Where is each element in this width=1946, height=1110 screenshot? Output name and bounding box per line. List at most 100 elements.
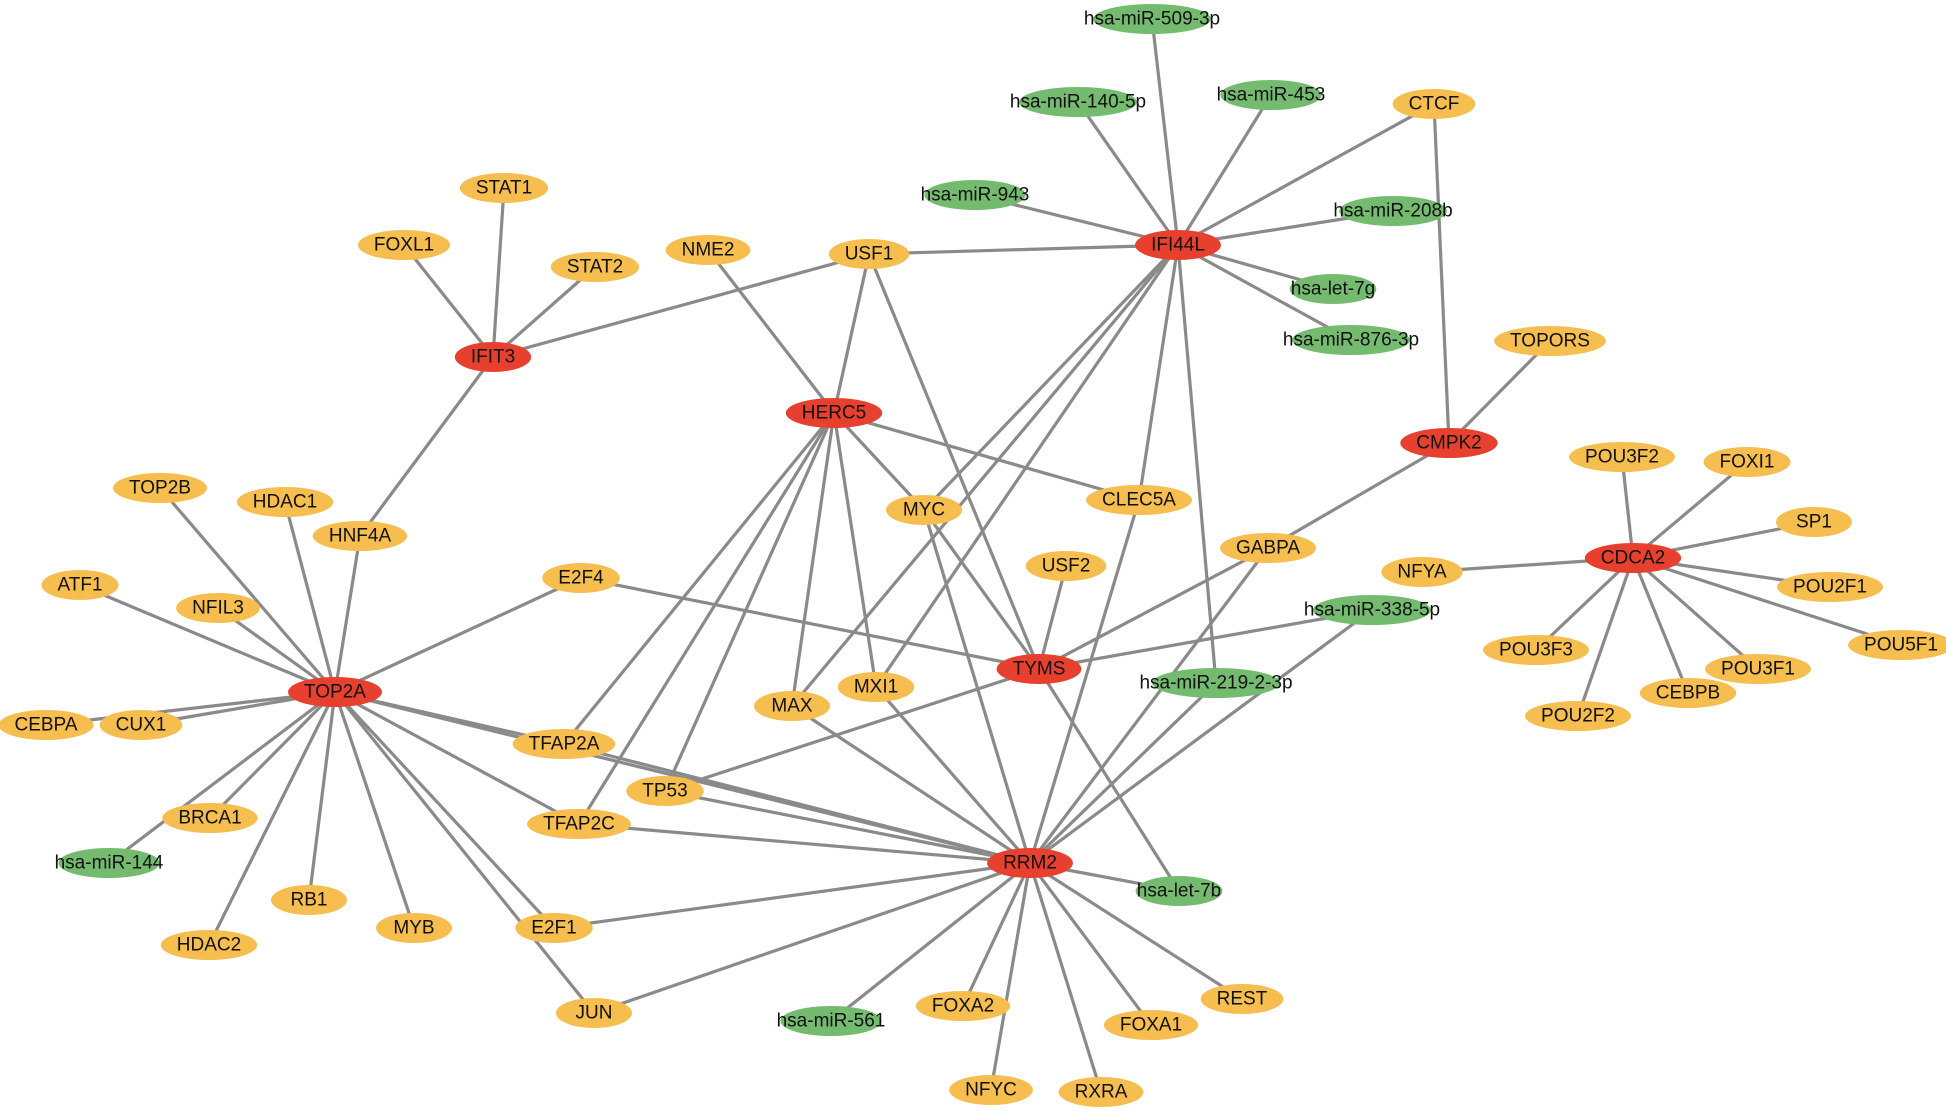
node-RRM2[interactable]: RRM2 [987, 848, 1073, 878]
node-USF2[interactable]: USF2 [1025, 551, 1107, 581]
node-CUX1[interactable]: CUX1 [99, 710, 183, 740]
node-miR453[interactable]: hsa-miR-453 [1217, 80, 1326, 110]
node-HERC5[interactable]: HERC5 [785, 398, 883, 428]
node-TFAP2A[interactable]: TFAP2A [512, 729, 616, 759]
node-label: RXRA [1075, 1082, 1128, 1103]
node-HDAC2[interactable]: HDAC2 [160, 930, 258, 960]
node-TOPORS[interactable]: TOPORS [1494, 326, 1606, 356]
node-USF1[interactable]: USF1 [828, 239, 910, 269]
edge-TYMS-MYC [922, 509, 1041, 670]
node-FOXA2[interactable]: FOXA2 [915, 991, 1011, 1021]
node-MYC[interactable]: MYC [886, 495, 962, 525]
edge-RRM2-FOXA1 [1028, 862, 1153, 1026]
node-miR208b[interactable]: hsa-miR-208b [1333, 196, 1453, 226]
node-TP53[interactable]: TP53 [626, 776, 704, 806]
edge-TOP2A-ATF1 [79, 583, 336, 694]
node-POU3F2[interactable]: POU3F2 [1569, 442, 1675, 472]
node-miR338[interactable]: hsa-miR-338-5p [1304, 595, 1440, 625]
node-shape-hub [987, 848, 1073, 878]
node-miR219[interactable]: hsa-miR-219-2-3p [1139, 668, 1293, 698]
edge-RRM2-RXRA [1028, 862, 1103, 1093]
node-SP1[interactable]: SP1 [1776, 507, 1852, 537]
edge-TYMS-USF2 [1037, 565, 1068, 670]
edge-TOP2A-HDAC2 [207, 691, 337, 946]
node-TYMS[interactable]: TYMS [996, 654, 1082, 684]
node-CEBPB[interactable]: CEBPB [1639, 678, 1737, 708]
edge-RRM2-MXI1 [874, 685, 1032, 865]
node-shape-tf [0, 710, 94, 740]
node-label: POU3F1 [1721, 659, 1795, 680]
node-NME2[interactable]: NME2 [665, 235, 751, 265]
node-IFIT3[interactable]: IFIT3 [454, 342, 532, 372]
node-TOP2B[interactable]: TOP2B [113, 473, 207, 503]
node-miR943[interactable]: hsa-miR-943 [921, 180, 1030, 210]
node-HDAC1[interactable]: HDAC1 [236, 487, 334, 517]
node-FOXA1[interactable]: FOXA1 [1103, 1010, 1199, 1040]
node-CDCA2[interactable]: CDCA2 [1584, 543, 1682, 573]
node-CTCF[interactable]: CTCF [1392, 89, 1476, 119]
node-POU2F1[interactable]: POU2F1 [1777, 572, 1883, 602]
node-E2F1[interactable]: E2F1 [515, 913, 593, 943]
node-label: hsa-miR-140-5p [1010, 92, 1146, 113]
node-IFI44L[interactable]: IFI44L [1135, 230, 1221, 260]
node-shape-tf [312, 521, 408, 551]
node-RB1[interactable]: RB1 [271, 885, 347, 915]
node-let7b[interactable]: hsa-let-7b [1135, 876, 1223, 906]
node-shape-mirna [1019, 87, 1137, 117]
node-shape-hub [454, 342, 532, 372]
node-NFYC[interactable]: NFYC [949, 1075, 1033, 1105]
node-miR561[interactable]: hsa-miR-561 [777, 1006, 886, 1036]
node-REST[interactable]: REST [1200, 984, 1284, 1014]
node-GABPA[interactable]: GABPA [1219, 533, 1317, 563]
node-FOXL1[interactable]: FOXL1 [357, 230, 451, 260]
node-TOP2A[interactable]: TOP2A [288, 677, 382, 707]
node-MAX[interactable]: MAX [754, 691, 830, 721]
node-label: CDCA2 [1601, 548, 1665, 569]
node-TFAP2C[interactable]: TFAP2C [527, 809, 631, 839]
node-label: SP1 [1796, 512, 1832, 533]
node-shape-tf [1777, 572, 1883, 602]
node-MYB[interactable]: MYB [376, 913, 452, 943]
node-miR144[interactable]: hsa-miR-144 [55, 848, 164, 878]
node-POU3F1[interactable]: POU3F1 [1705, 654, 1811, 684]
node-label: NFYA [1397, 562, 1447, 583]
node-HNF4A[interactable]: HNF4A [312, 521, 408, 551]
node-NFYA[interactable]: NFYA [1381, 557, 1463, 587]
node-STAT1[interactable]: STAT1 [459, 173, 549, 203]
node-STAT2[interactable]: STAT2 [550, 252, 640, 282]
node-CEBPA[interactable]: CEBPA [0, 710, 94, 740]
node-POU5F1[interactable]: POU5F1 [1848, 630, 1946, 660]
node-miR140[interactable]: hsa-miR-140-5p [1010, 87, 1146, 117]
node-BRCA1[interactable]: BRCA1 [162, 803, 258, 833]
edge-CDCA2-FOXI1 [1631, 460, 1749, 560]
node-CLEC5A[interactable]: CLEC5A [1086, 485, 1192, 515]
edge-TOP2A-MYB [333, 691, 416, 929]
node-shape-tf [1058, 1077, 1144, 1107]
edge-TOP2A-HNF4A [333, 535, 362, 693]
node-shape-tf [550, 252, 640, 282]
node-RXRA[interactable]: RXRA [1058, 1077, 1144, 1107]
node-label: RRM2 [1003, 853, 1057, 874]
node-let7g[interactable]: hsa-let-7g [1289, 274, 1377, 304]
node-FOXI1[interactable]: FOXI1 [1703, 447, 1791, 477]
node-shape-tf [357, 230, 451, 260]
node-label: hsa-miR-144 [55, 853, 164, 874]
node-label: POU2F1 [1793, 577, 1867, 598]
node-NFIL3[interactable]: NFIL3 [176, 593, 260, 623]
node-CMPK2[interactable]: CMPK2 [1400, 428, 1498, 458]
node-MXI1[interactable]: MXI1 [837, 672, 915, 702]
node-POU3F3[interactable]: POU3F3 [1483, 635, 1589, 665]
node-ATF1[interactable]: ATF1 [41, 570, 119, 600]
node-shape-mirna [924, 180, 1026, 210]
node-label: FOXA2 [932, 996, 994, 1017]
node-E2F4[interactable]: E2F4 [542, 563, 620, 593]
edge-RRM2-TFAP2A [563, 742, 1031, 865]
node-miR509[interactable]: hsa-miR-509-3p [1084, 4, 1220, 34]
node-miR876[interactable]: hsa-miR-876-3p [1283, 325, 1419, 355]
node-shape-tf [515, 913, 593, 943]
node-POU2F2[interactable]: POU2F2 [1525, 701, 1631, 731]
edge-IFI44L-miR453 [1176, 94, 1273, 246]
node-JUN[interactable]: JUN [556, 998, 632, 1028]
node-shape-tf [915, 991, 1011, 1021]
node-label: CTCF [1409, 94, 1460, 115]
